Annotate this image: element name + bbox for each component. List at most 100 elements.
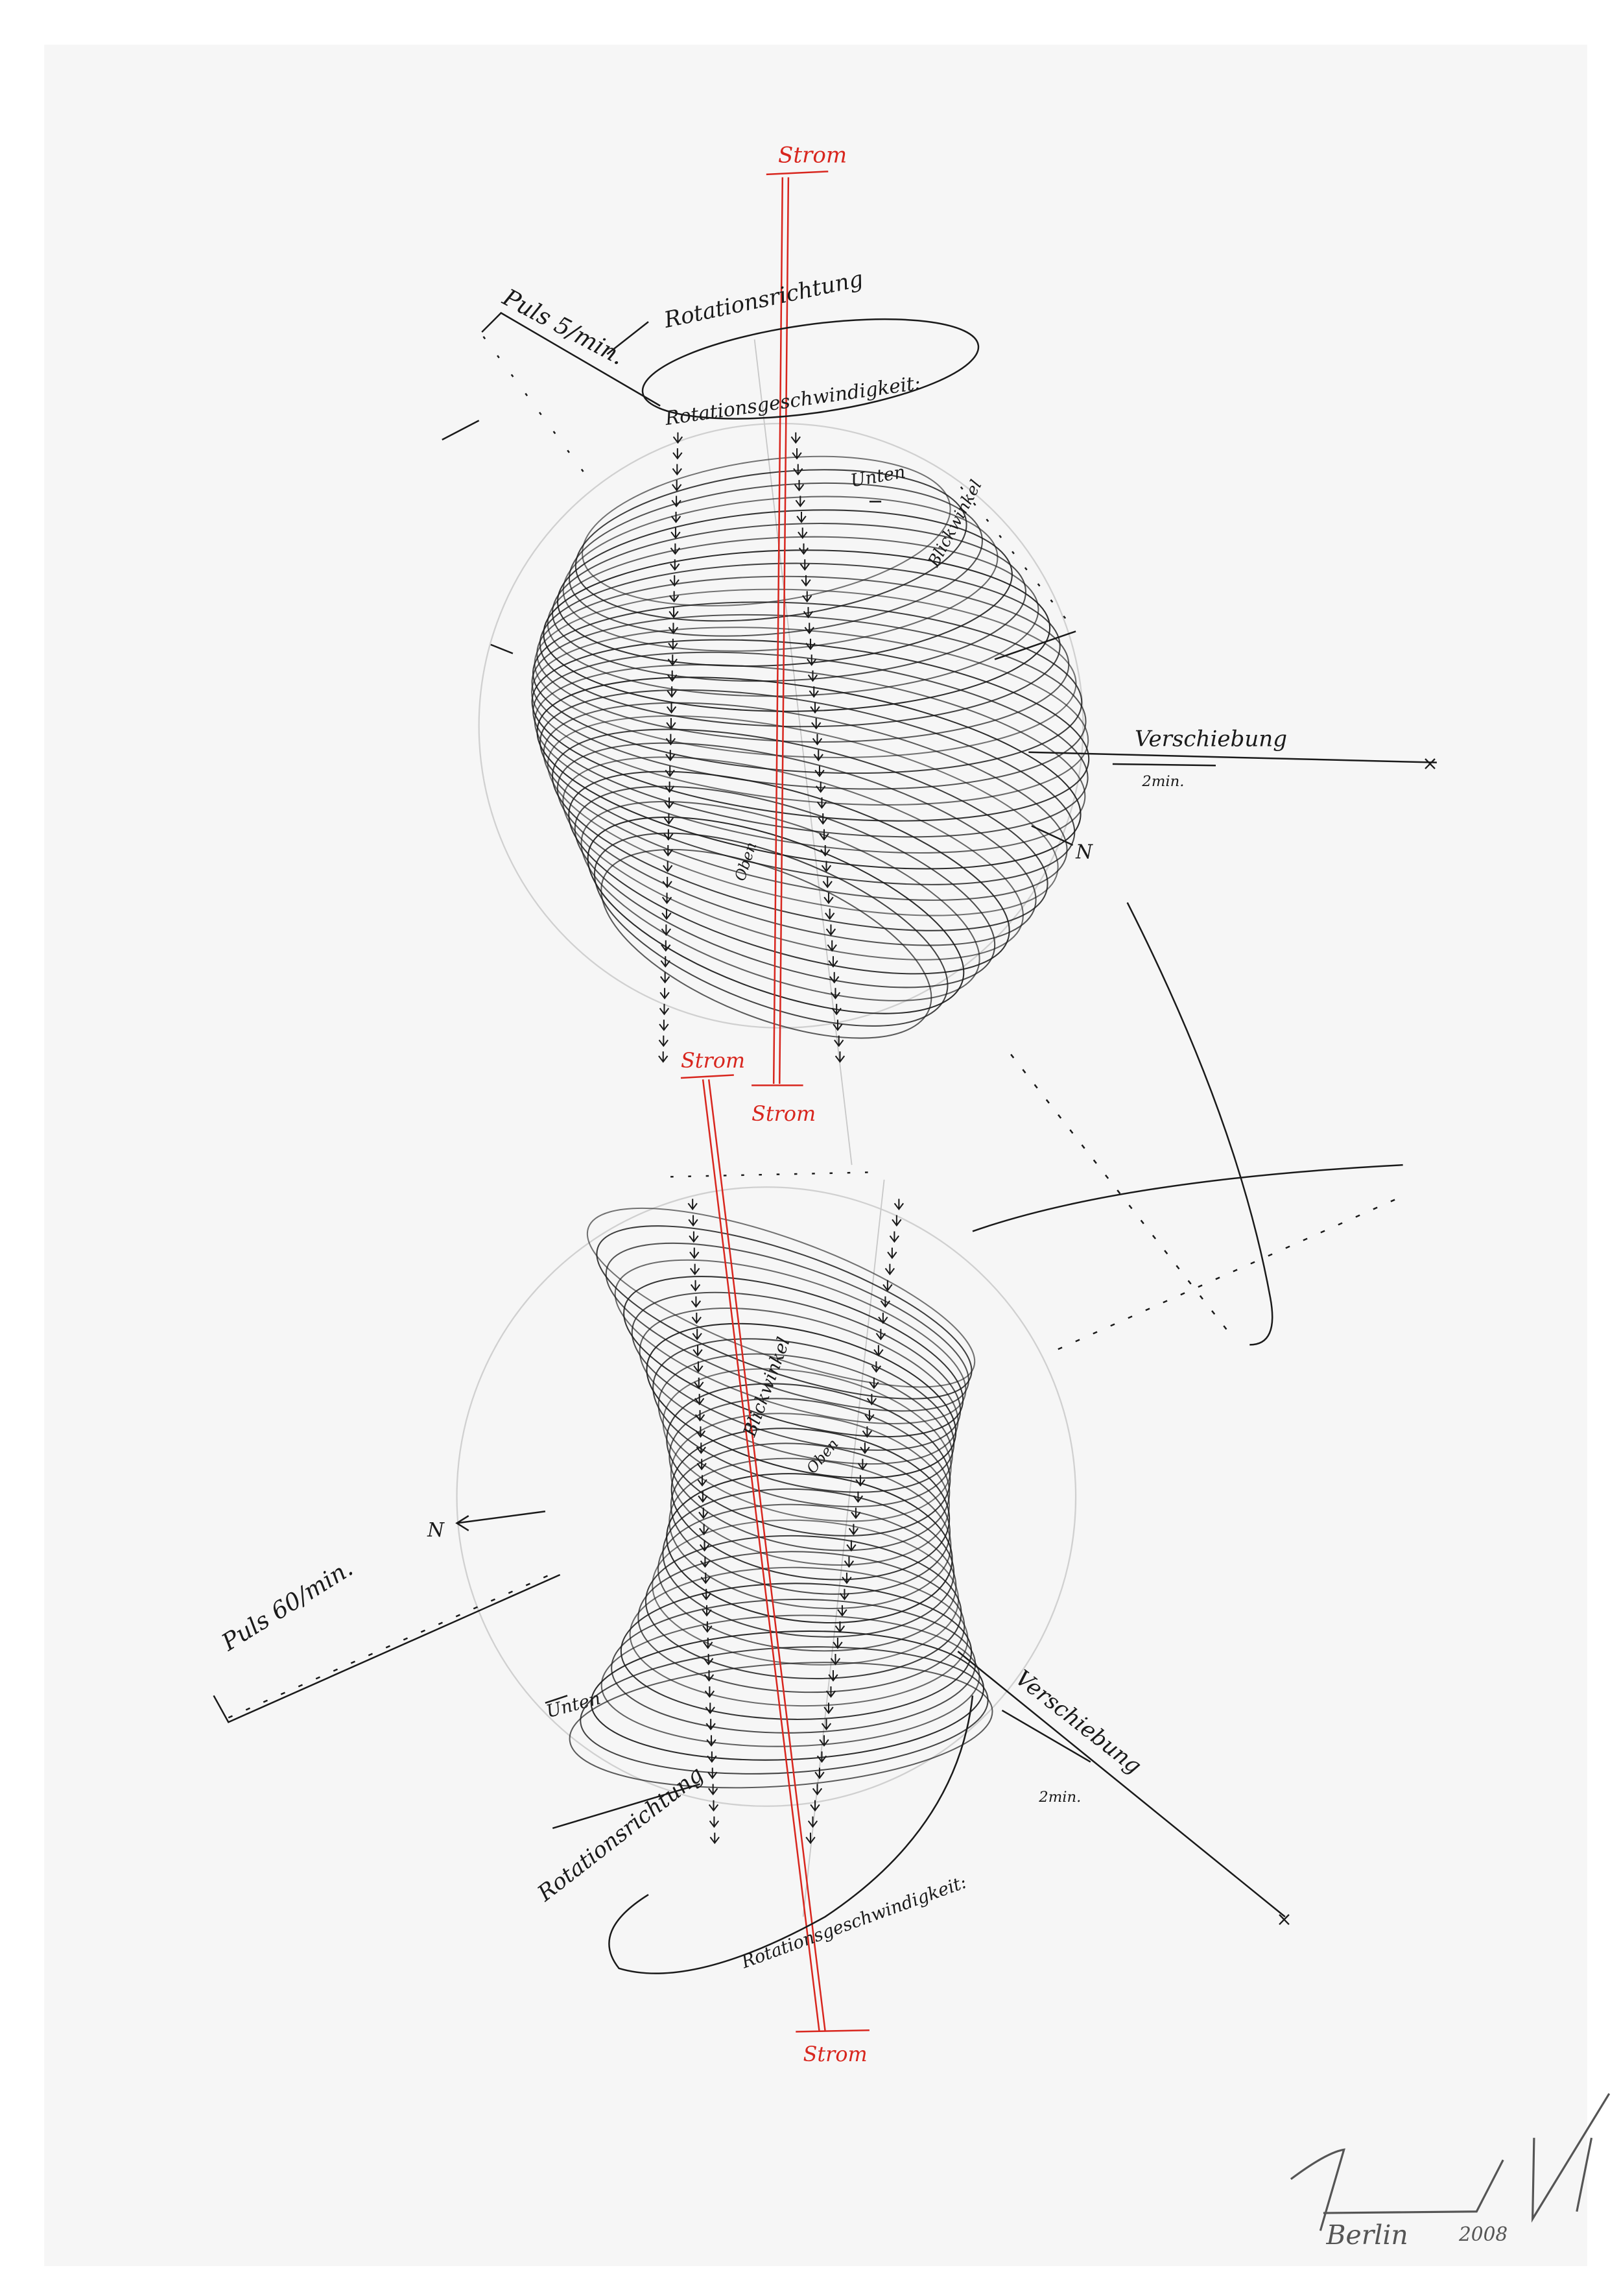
arrow-tick-mark <box>661 892 672 904</box>
arrow-tick-mark <box>834 1621 846 1633</box>
swirl-ring <box>574 785 996 988</box>
arrow-tick-mark <box>692 1328 702 1341</box>
arrow-tick-mark <box>798 543 809 555</box>
arrow-tick-mark <box>703 1637 713 1649</box>
arrow-tick-mark <box>697 1475 707 1487</box>
arrow-tick-mark <box>795 496 805 508</box>
bottom-verschiebung-time: 2min. <box>1038 1789 1081 1806</box>
arrow-tick-mark <box>707 1767 718 1780</box>
bottom-x-mark: × <box>1276 1908 1292 1930</box>
arrow-tick-mark <box>799 559 810 571</box>
arrow-tick-mark <box>790 432 801 444</box>
arrow-tick-mark <box>860 1442 870 1454</box>
paper-sheet <box>44 44 1587 2266</box>
arrow-tick-mark <box>670 511 681 523</box>
arrow-tick-mark <box>866 1394 877 1405</box>
swirl-ring <box>536 676 1082 870</box>
swirl-ring <box>629 1566 969 1707</box>
swirl-ring <box>532 601 1083 774</box>
arrow-tick-mark <box>825 908 835 920</box>
arrow-tick-mark <box>834 1035 844 1047</box>
arrow-tick-mark <box>704 1654 714 1666</box>
swirl-ring <box>551 728 1048 931</box>
arrow-tick-mark <box>893 1199 905 1211</box>
swirl-ring <box>562 756 1024 961</box>
swirl-ring <box>614 1259 967 1424</box>
arrow-tick-mark <box>793 464 803 476</box>
arrow-tick-mark <box>661 940 671 952</box>
arrow-tick-mark <box>694 1410 705 1422</box>
swirl-ring <box>666 1473 953 1623</box>
swirl-ring <box>646 1322 957 1479</box>
arrow-tick-mark <box>666 718 676 730</box>
swirl-ring <box>543 702 1068 901</box>
swirl-ring <box>593 832 949 1027</box>
arrow-tick-mark <box>882 1280 893 1292</box>
arrow-tick-mark <box>670 543 681 555</box>
arrow-tick-mark <box>796 511 807 523</box>
signature-year: 2008 <box>1458 2223 1508 2245</box>
arrow-tick-mark <box>812 1784 823 1796</box>
swirl-ring <box>539 562 1061 728</box>
swirl-ring <box>600 848 932 1039</box>
swirl-ring <box>562 496 999 652</box>
swirl-ring <box>568 771 1010 975</box>
arrow-tick-mark <box>830 1654 841 1666</box>
swirl-ring <box>534 664 1086 854</box>
arrow-tick-mark <box>705 1719 716 1730</box>
swirl-ring <box>605 1242 969 1412</box>
arrow-tick-mark <box>805 638 816 651</box>
arrow-tick-mark <box>807 670 818 682</box>
arrow-tick-mark <box>887 1247 897 1260</box>
arrow-tick-mark <box>669 575 680 587</box>
arrow-tick-mark <box>873 1345 884 1357</box>
arrow-tick-mark <box>689 1231 699 1243</box>
signature <box>1290 2093 1611 2231</box>
arrow-tick-mark <box>663 813 674 825</box>
red-axis-bottom <box>680 1074 870 2033</box>
arrow-tick-mark <box>700 1572 711 1584</box>
arrow-tick-mark <box>857 1459 868 1470</box>
arrow-tick-mark <box>691 1312 702 1324</box>
arrow-tick-mark <box>880 1296 891 1308</box>
arrow-tick-mark <box>667 670 678 682</box>
swirl-ring <box>574 469 967 622</box>
arrow-tick-mark <box>660 956 670 968</box>
arrow-tick-mark <box>698 1491 708 1503</box>
swirl-ring <box>530 627 1089 806</box>
arrow-tick-mark <box>823 1703 834 1714</box>
arrow-tick-mark <box>671 496 681 508</box>
arrow-tick-mark <box>864 1410 875 1422</box>
top-north-label: N <box>1075 841 1093 863</box>
arrow-tick-mark <box>825 924 836 936</box>
top-verschiebung-time: 2min. <box>1141 773 1184 790</box>
arrow-tick-mark <box>709 1832 720 1845</box>
arrow-tick-mark <box>668 623 679 634</box>
arrow-tick-mark <box>694 1378 704 1389</box>
bottom-annotation-lines <box>213 1171 1286 1974</box>
swirl-ring <box>657 1353 953 1508</box>
arrow-tick-mark <box>842 1572 852 1584</box>
arrow-tick-mark <box>690 1280 701 1292</box>
arrow-tick-mark <box>828 1670 838 1682</box>
arrow-tick-mark <box>855 1475 866 1487</box>
arrow-tick-mark <box>664 782 675 793</box>
arrow-tick-mark <box>831 1003 842 1016</box>
swirl-ring <box>639 1308 959 1465</box>
arrow-tick-mark <box>814 765 825 778</box>
arrow-tick-mark <box>853 1491 864 1503</box>
arrow-tick-mark <box>708 1800 719 1812</box>
swirl-ring <box>543 549 1051 712</box>
arrow-tick-mark <box>830 988 841 999</box>
arrow-tick-mark <box>658 1051 669 1063</box>
strom-label-bottom: Strom <box>803 2042 868 2066</box>
arrow-tick-mark <box>811 718 822 730</box>
arrow-tick-mark <box>821 861 832 873</box>
arrow-tick-mark <box>659 1020 669 1031</box>
arrow-tick-mark <box>663 861 673 873</box>
arrow-tick-mark <box>660 972 670 984</box>
signature-place: Berlin <box>1325 2219 1408 2251</box>
arrow-tick-mark <box>823 892 834 904</box>
arrow-tick-mark <box>833 1020 843 1031</box>
